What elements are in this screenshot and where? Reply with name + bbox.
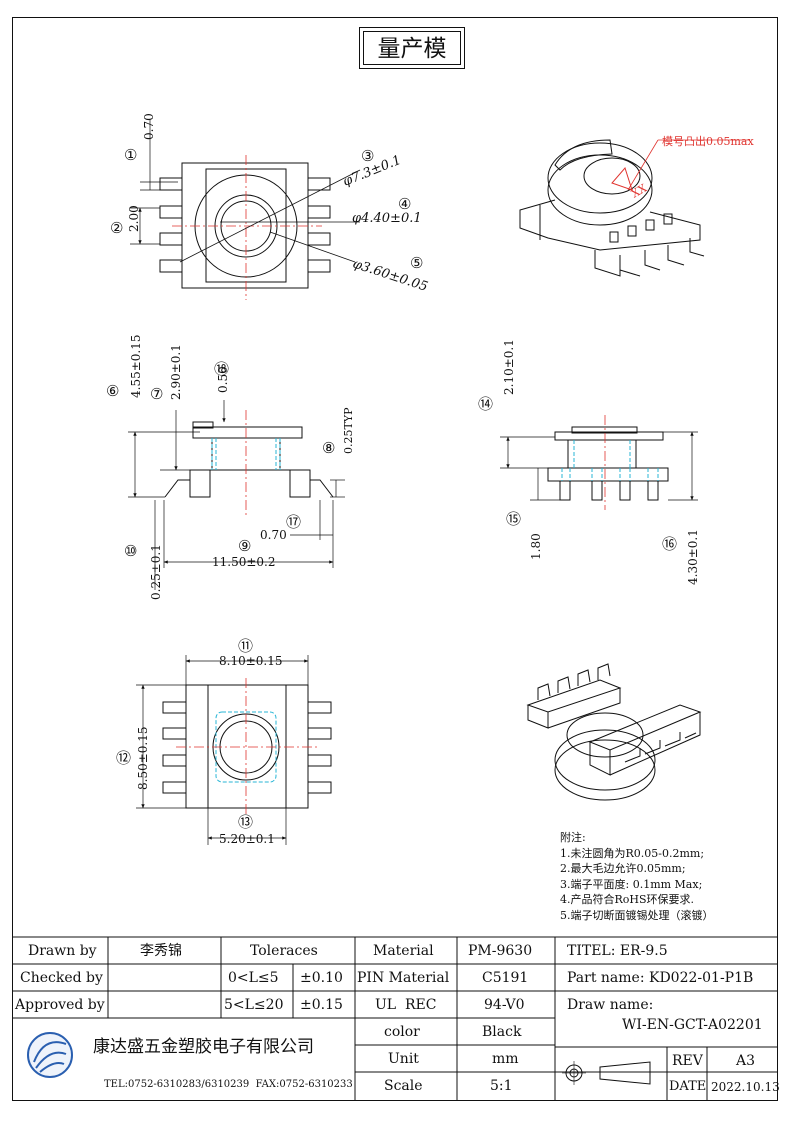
tol-range-1: 0<L≤5 — [228, 970, 279, 986]
drawn-by-value: 李秀锦 — [140, 943, 182, 959]
balloon-4: ④ — [398, 195, 411, 213]
dim-d18: 0.50 — [216, 366, 230, 393]
note-2: 2.最大毛边允许0.05mm; — [560, 862, 686, 875]
balloon-12: ⑫ — [116, 749, 131, 767]
tol-value-1: ±0.10 — [300, 970, 343, 986]
projection-symbol-icon — [562, 1061, 651, 1085]
material-value: PM-9630 — [468, 943, 533, 959]
sheet-title: 量产模 — [363, 31, 461, 65]
tolerances-label: Toleraces — [250, 943, 318, 959]
bottom-view — [136, 655, 332, 845]
top-view — [130, 120, 361, 300]
unit-label: Unit — [388, 1051, 419, 1067]
balloon-6: ⑥ — [106, 382, 119, 400]
color-value: Black — [482, 1024, 522, 1040]
scale-label: Scale — [384, 1078, 423, 1094]
title-label: TITEL: ER-9.5 — [567, 943, 668, 959]
balloon-10: ⑩ — [124, 542, 137, 560]
side-view — [500, 415, 698, 510]
top-view-pins-right — [307, 177, 331, 273]
balloon-18: ⑱ — [214, 360, 229, 378]
iso-top-pins — [609, 213, 705, 277]
note-4: 4.产品符合RoHS环保要求. — [560, 893, 695, 906]
balloon-8: ⑧ — [322, 439, 335, 457]
date-label: DATE — [669, 1079, 707, 1094]
balloon-7: ⑦ — [150, 385, 163, 403]
date-value: 2022.10.13 — [711, 1080, 780, 1094]
dim-d10: 0.25±0.1 — [149, 544, 163, 600]
dim-d6: 4.55±0.15 — [129, 335, 143, 399]
ul-value: 94-V0 — [484, 997, 525, 1013]
dim-d7: 2.90±0.1 — [169, 344, 183, 400]
part-name: Part name: KD022-01-P1B — [567, 970, 754, 986]
dim-d8: 0.25TYP — [342, 407, 355, 454]
top-view-pins-left — [159, 177, 183, 273]
tol-range-2: 5<L≤20 — [224, 997, 284, 1013]
balloon-11: ⑪ — [238, 637, 253, 655]
company-logo — [27, 1032, 73, 1078]
front-view — [128, 400, 345, 590]
note-5: 5.端子切断面镀锡处理（滚镀） — [560, 908, 714, 922]
dim-d11: 8.10±0.15 — [219, 654, 283, 668]
balloon-16: ⑯ — [662, 535, 677, 553]
scale-value: 5:1 — [490, 1078, 513, 1094]
checked-by-label: Checked by — [20, 970, 103, 986]
draw-name-label: Draw name: — [567, 997, 654, 1013]
balloon-1: ① — [124, 146, 137, 164]
company-contact: TEL:0752-6310283/6310239 FAX:0752-631023… — [104, 1079, 353, 1090]
rev-value: A3 — [736, 1053, 756, 1069]
iso-view-bottom — [526, 663, 702, 801]
dim-d9: 11.50±0.2 — [212, 555, 276, 569]
annotation-mold-number: 模号凸出0.05max — [662, 134, 754, 148]
balloon-9: ⑨ — [238, 537, 251, 555]
dim-d15: 1.80 — [529, 533, 543, 560]
color-label: color — [384, 1024, 420, 1040]
bottom-view-pins-right — [307, 701, 332, 794]
balloon-15: ⑮ — [506, 510, 521, 528]
dim-d2: 2.00 — [127, 205, 141, 232]
dim-d12: 8.50±0.15 — [136, 727, 150, 791]
balloon-17: ⑰ — [286, 513, 301, 531]
iso-bottom-pins — [537, 663, 697, 763]
unit-value: mm — [492, 1051, 519, 1067]
side-view-pins — [559, 480, 659, 501]
dim-d17: 0.70 — [260, 528, 287, 542]
balloon-14: ⑭ — [478, 395, 493, 413]
draw-name-value: WI-EN-GCT-A02201 — [622, 1017, 763, 1033]
notes-heading: 附注: — [560, 831, 586, 844]
material-label: Material — [373, 943, 434, 959]
tol-value-2: ±0.15 — [300, 997, 343, 1013]
dim-d16: 4.30±0.1 — [686, 529, 700, 585]
bottom-view-pins-left — [162, 701, 187, 794]
pin-material-value: C5191 — [482, 970, 529, 986]
dim-d13: 5.20±0.1 — [219, 832, 275, 846]
dim-d14: 2.10±0.1 — [502, 339, 516, 395]
company-name: 康达盛五金塑胶电子有限公司 — [93, 1037, 314, 1057]
drawn-by-label: Drawn by — [28, 943, 97, 959]
rev-label: REV — [672, 1053, 703, 1069]
dim-d1: 0.70 — [142, 113, 156, 140]
balloon-5: ⑤ — [410, 254, 423, 272]
note-3: 3.端子平面度: 0.1mm Max; — [560, 877, 703, 891]
ul-label: UL REC — [375, 997, 437, 1013]
sheet-border — [12, 17, 778, 1101]
title-stamp: 量产模 — [359, 27, 465, 69]
balloon-2: ② — [110, 219, 123, 237]
balloon-3: ③ — [361, 147, 374, 165]
note-1: 1.未注圆角为R0.05-0.2mm; — [560, 846, 705, 860]
pin-material-label: PIN Material — [357, 970, 450, 986]
dim-d4: φ4.40±0.1 — [352, 211, 422, 226]
notes-section: 附注: 1.未注圆角为R0.05-0.2mm; 2.最大毛边允许0.05mm; … — [560, 830, 714, 923]
balloon-13: ⑬ — [238, 813, 253, 831]
approved-by-label: Approved by — [15, 997, 105, 1013]
